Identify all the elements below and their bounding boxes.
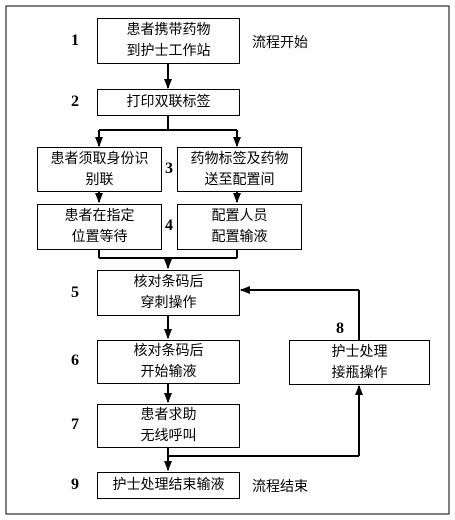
step-number-2: 2	[71, 93, 79, 110]
step-3a-box: 患者须取身份识 别联	[37, 147, 162, 192]
step-7-box: 患者求助 无线呼叫	[97, 404, 240, 448]
step-1-box: 患者携带药物 到护士工作站	[97, 18, 240, 64]
step-4a-box: 患者在指定 位置等待	[37, 204, 162, 250]
flow-start-label: 流程开始	[252, 35, 308, 51]
step-8-box: 护士处理 接瓶操作	[289, 340, 430, 385]
flow-end-label: 流程结束	[252, 479, 308, 495]
step-number-4: 4	[165, 217, 173, 234]
step-number-9: 9	[71, 476, 79, 493]
step-4b-box: 配置人员 配置输液	[177, 204, 302, 250]
step-number-5: 5	[71, 284, 79, 301]
step-6-box: 核对条码后 开始输液	[97, 340, 240, 384]
step-number-3: 3	[165, 160, 173, 177]
step-number-8: 8	[336, 320, 344, 337]
step-5-box: 核对条码后 穿刺操作	[97, 270, 240, 316]
step-3b-box: 药物标签及药物 送至配置间	[177, 147, 302, 192]
step-number-6: 6	[71, 352, 79, 369]
step-number-7: 7	[71, 416, 79, 433]
step-9-box: 护士处理结束输液	[97, 472, 240, 499]
outer-frame	[5, 5, 450, 515]
step-number-1: 1	[71, 32, 79, 49]
step-2-box: 打印双联标签	[97, 89, 240, 116]
